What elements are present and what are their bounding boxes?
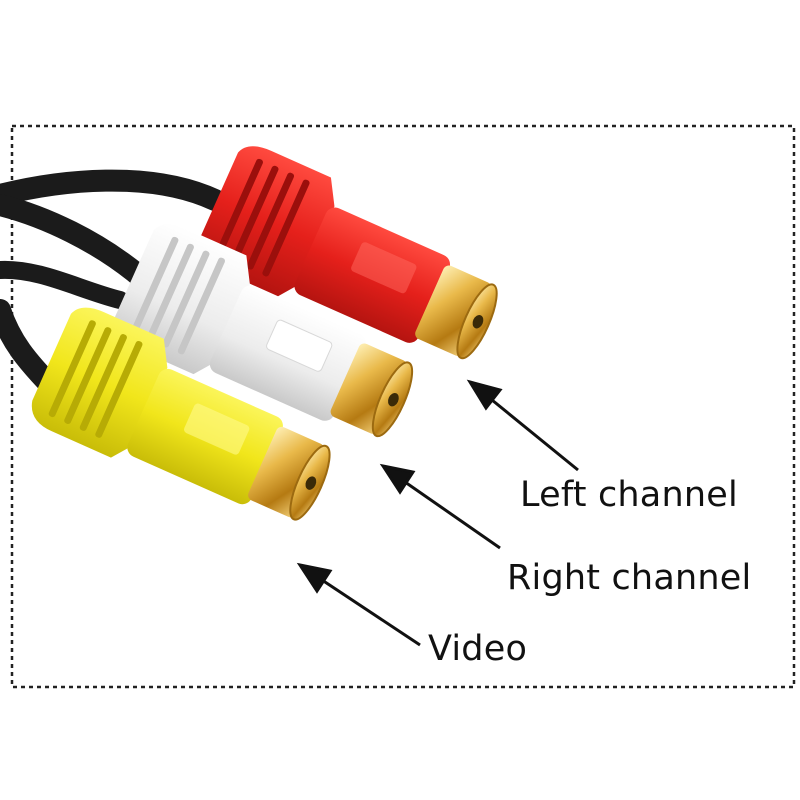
left-channel-label: Left channel [520, 475, 738, 515]
right-channel-connector [114, 224, 414, 438]
video-label: Video [428, 629, 528, 669]
left-channel-arrow [466, 379, 579, 472]
right-channel-arrow [379, 463, 501, 550]
video-connector [31, 307, 331, 521]
right-channel-label: Right channel [507, 558, 752, 598]
video-arrow [296, 562, 421, 647]
cables [0, 169, 226, 406]
